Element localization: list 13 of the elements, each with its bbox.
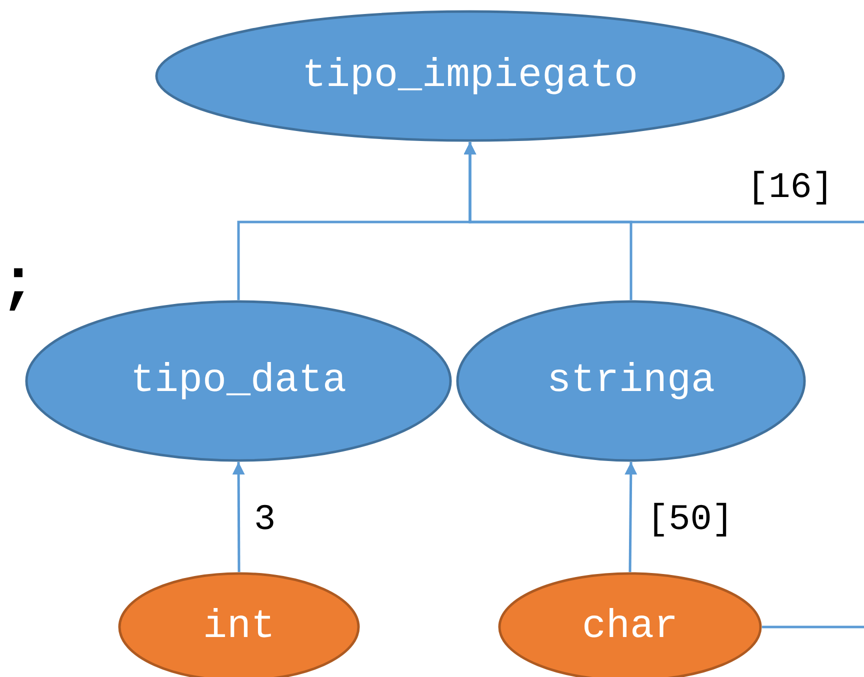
- node-label: int: [202, 604, 275, 650]
- ellipse-node: [25, 300, 452, 462]
- connector-line: [762, 626, 864, 628]
- punctuation-text: ;: [0, 255, 36, 315]
- arrow: [624, 462, 638, 572]
- node-label: stringa: [546, 358, 716, 404]
- ellipse-node: [155, 10, 785, 142]
- node-label: tipo_data: [130, 358, 347, 404]
- ellipse-node: [456, 300, 806, 462]
- arrow: [464, 142, 864, 224]
- node-label: char: [582, 604, 678, 650]
- node-label: tipo_impiegato: [302, 54, 638, 98]
- arrow: [232, 462, 245, 572]
